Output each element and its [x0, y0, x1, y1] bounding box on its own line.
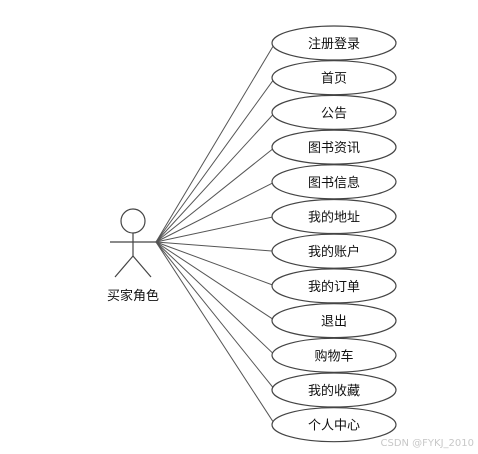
use-case: 图书资讯 — [271, 129, 397, 165]
use-case-label: 图书资讯 — [308, 141, 360, 156]
use-case-ellipse — [271, 303, 397, 339]
association-line — [155, 112, 276, 243]
use-case: 我的账户 — [271, 233, 397, 269]
association-line — [155, 241, 276, 252]
use-case-ellipse — [271, 60, 397, 96]
use-case-ellipse — [271, 198, 397, 235]
use-case-ellipse — [271, 129, 397, 165]
use-case: 我的地址 — [271, 198, 397, 235]
use-case-ellipse — [271, 233, 397, 269]
watermark: CSDN @FYKJ_2010 — [380, 438, 474, 449]
use-case: 退出 — [271, 303, 397, 339]
use-case-ellipse — [271, 268, 397, 304]
use-case-ellipse — [271, 372, 397, 408]
use-case-label: 个人中心 — [308, 419, 360, 434]
use-case-ellipse — [271, 94, 397, 131]
actor-right-leg — [132, 255, 152, 278]
actor-left-leg — [114, 255, 134, 278]
use-case-ellipse — [271, 25, 397, 61]
use-case-ellipse — [271, 407, 397, 443]
use-case-label: 我的订单 — [308, 279, 360, 295]
use-case: 公告 — [271, 94, 397, 131]
use-case: 我的订单 — [271, 268, 397, 304]
association-line — [155, 146, 276, 243]
use-case-label: 购物车 — [314, 348, 353, 364]
association-line — [155, 181, 276, 243]
use-case-label: 注册登录 — [308, 37, 360, 52]
association-line — [155, 241, 276, 322]
actor-label: 买家角色 — [107, 288, 159, 304]
use-case: 个人中心 — [271, 407, 397, 443]
use-case-label: 我的账户 — [308, 244, 360, 260]
use-case-ellipse — [271, 164, 397, 200]
association-line — [155, 42, 276, 243]
association-lines — [155, 42, 276, 425]
use-case-label: 退出 — [321, 315, 347, 330]
actor-head — [120, 208, 146, 234]
use-case: 购物车 — [271, 337, 397, 373]
association-line — [155, 241, 276, 425]
use-case-label: 公告 — [321, 106, 347, 121]
association-line — [155, 241, 276, 287]
use-case: 图书信息 — [271, 164, 397, 200]
use-case: 注册登录 — [271, 25, 397, 61]
use-cases: 注册登录首页公告图书资讯图书信息我的地址我的账户我的订单退出购物车我的收藏个人中… — [271, 25, 397, 443]
association-line — [155, 77, 276, 243]
use-case: 首页 — [271, 60, 397, 96]
actor: 买家角色 — [107, 208, 159, 304]
association-line — [155, 216, 276, 243]
use-case-label: 图书信息 — [308, 175, 360, 191]
use-case: 我的收藏 — [271, 372, 397, 408]
association-line — [155, 241, 276, 391]
use-case-label: 首页 — [321, 72, 347, 87]
association-line — [155, 241, 276, 356]
use-case-label: 我的地址 — [308, 210, 360, 226]
use-case-label: 我的收藏 — [308, 383, 360, 399]
use-case-ellipse — [271, 337, 397, 373]
